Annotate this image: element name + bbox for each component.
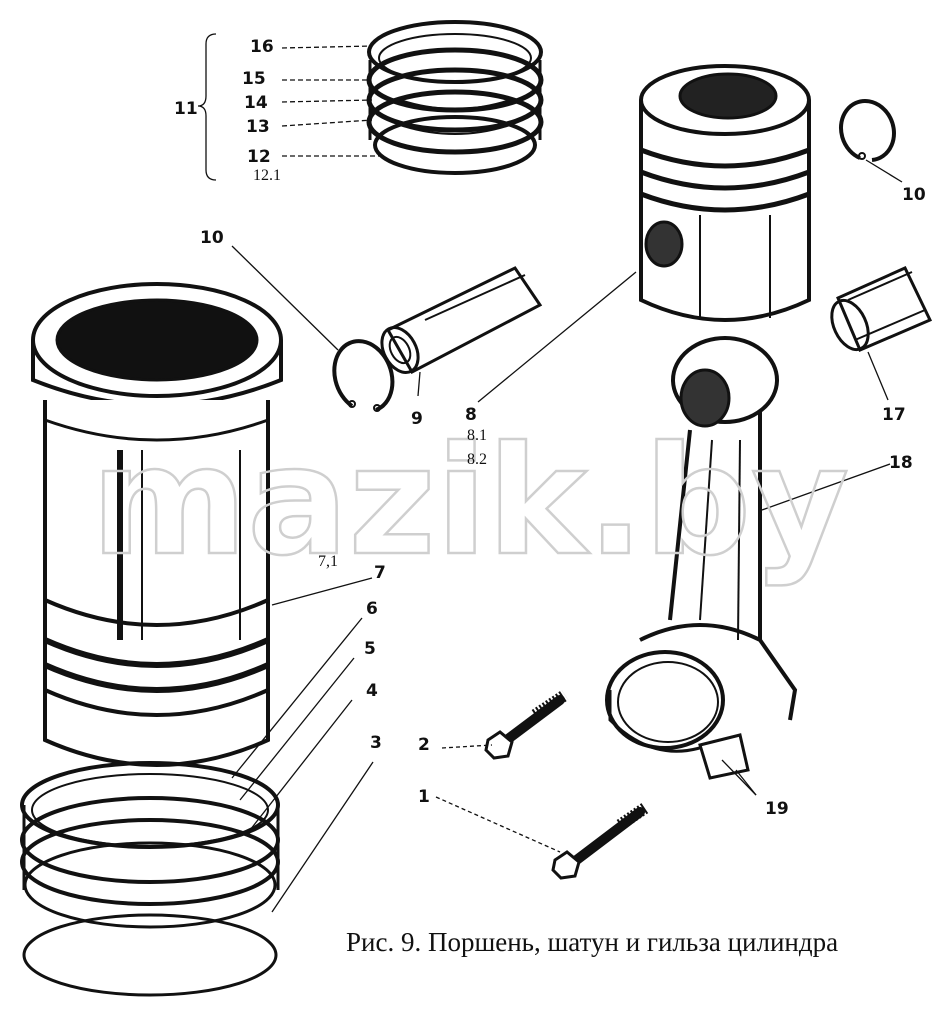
label-15: 15 xyxy=(242,69,266,89)
label-12-1: 12.1 xyxy=(253,167,281,184)
leader-lines xyxy=(231,45,903,913)
label-7-1: 7,1 xyxy=(318,553,338,570)
label-8-1: 8.1 xyxy=(467,427,487,444)
label-2: 2 xyxy=(418,735,430,755)
label-3: 3 xyxy=(370,733,382,753)
label-17: 17 xyxy=(882,405,906,425)
piston-rings-set xyxy=(366,20,544,175)
label-9: 9 xyxy=(411,409,423,429)
figure-caption: Рис. 9. Поршень, шатун и гильза цилиндра xyxy=(346,927,838,957)
label-16: 16 xyxy=(250,37,274,57)
connecting-rod xyxy=(605,336,798,780)
label-19: 19 xyxy=(765,799,789,819)
watermark-text: mazik.by xyxy=(91,415,849,589)
label-14: 14 xyxy=(244,93,268,113)
label-8-2: 8.2 xyxy=(467,451,487,468)
circlip-left xyxy=(332,339,395,412)
label-13: 13 xyxy=(246,117,270,137)
piston-pin xyxy=(380,266,543,374)
label-5: 5 xyxy=(364,639,376,659)
rod-bolt-1 xyxy=(551,803,649,880)
label-6: 6 xyxy=(366,599,378,619)
label-10-left: 10 xyxy=(200,228,224,248)
piston xyxy=(639,64,811,322)
circlip-right xyxy=(839,99,896,162)
rings-brace xyxy=(197,33,217,181)
connecting-rod-bushing xyxy=(830,266,933,352)
label-12: 12 xyxy=(247,147,271,167)
label-11: 11 xyxy=(174,99,198,119)
label-18: 18 xyxy=(889,453,913,473)
label-1: 1 xyxy=(418,787,430,807)
part-labels: 16 15 14 11 13 12 12.1 10 10 9 8 8.1 8.2… xyxy=(174,37,926,819)
liner-seal-rings xyxy=(20,761,280,997)
rod-bolt-2 xyxy=(484,690,569,760)
label-7: 7 xyxy=(374,563,386,583)
label-4: 4 xyxy=(366,681,378,701)
label-10-right: 10 xyxy=(902,185,926,205)
label-8: 8 xyxy=(465,405,477,425)
